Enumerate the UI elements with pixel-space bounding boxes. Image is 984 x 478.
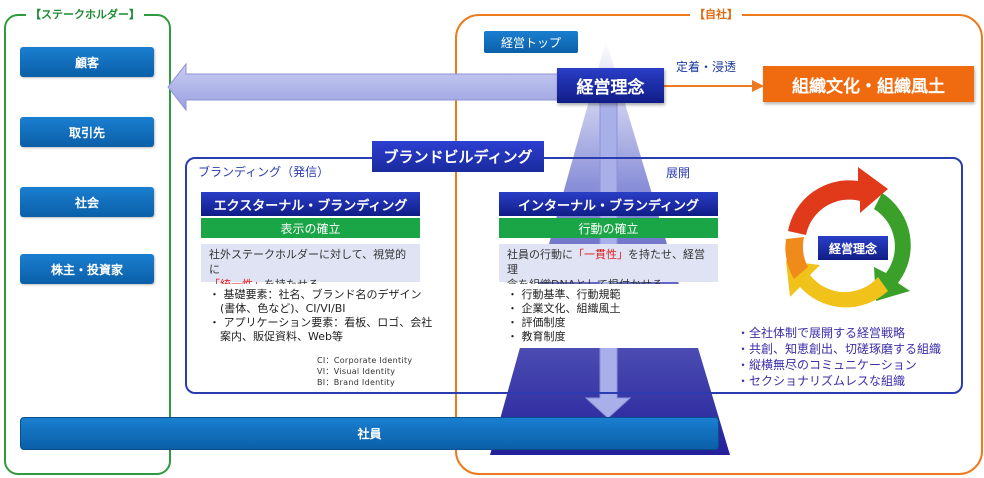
internal-desc-highlight: 「一貫性」 — [573, 248, 628, 261]
stakeholder-customers[interactable]: 顧客 — [20, 47, 154, 77]
cycle-arrows-icon — [785, 167, 911, 308]
stakeholder-partners[interactable]: 取引先 — [20, 117, 154, 147]
list-item: ・ 基礎要素：社名、ブランド名のデザイン — [209, 288, 422, 301]
internal-branding-subtitle: 行動の確立 — [499, 218, 718, 238]
list-item: (書体、色など)、CI/VI/BI — [209, 302, 346, 315]
spread-label: 定着・浸透 — [676, 60, 737, 74]
cycle-yellow-arrow — [786, 261, 888, 308]
legend-vi: VI：Visual Identity — [317, 367, 396, 376]
outbound-label: ブランディング（発信） — [198, 165, 330, 179]
brand-building-banner: ブランドビルディング — [372, 141, 544, 172]
internal-branding-title: インターナル・ブランディング — [499, 192, 718, 216]
cycle-bullet: ・縦横無尽のコミュニケーション — [737, 358, 917, 372]
list-item: ・ 評価制度 — [507, 316, 566, 329]
list-item: ・ 企業文化、組織風土 — [507, 302, 621, 315]
cycle-bullet: ・セクショナリズムレスな組織 — [737, 374, 906, 388]
external-branding-subtitle: 表示の確立 — [201, 218, 420, 238]
external-branding-description: 社外ステークホルダーに対して、視覚的に 「統一性」を持たせる — [201, 244, 420, 291]
employees-bar[interactable]: 社員 — [20, 417, 719, 450]
arrow-to-stakeholders — [167, 62, 596, 112]
internal-branding-list: ・ 行動基準、行動規範 ・ 企業文化、組織風土 ・ 評価制度 ・ 教育制度 — [499, 284, 718, 348]
list-item: ・ アプリケーション要素：看板、ロゴ、会社 — [209, 316, 433, 329]
arrow-to-culture-head — [752, 80, 764, 92]
stakeholder-society[interactable]: 社会 — [20, 187, 154, 217]
legend-bi: BI：Brand Identity — [317, 378, 395, 387]
cycle-bullet: ・全社体制で展開する経営戦略 — [737, 326, 906, 340]
culture-box: 組織文化・組織風土 — [763, 66, 974, 102]
stakeholder-title: 【ステークホルダー】 — [26, 6, 144, 22]
internal-branding-description: 社員の行動に「一貫性」を持たせ、経営理 念を組織DNAとして根付かせる — [499, 244, 718, 291]
philosophy-box: 経営理念 — [557, 68, 664, 103]
list-item: 案内、販促資料、Web等 — [209, 330, 343, 343]
management-top-label: 経営トップ — [484, 31, 578, 53]
external-branding-title: エクスターナル・ブランディング — [201, 192, 420, 216]
branding-panel — [185, 157, 963, 394]
deploy-label: 展開 — [666, 166, 691, 180]
cycle-orange-arrow — [785, 237, 808, 279]
cycle-red-arrow — [788, 167, 888, 235]
external-desc-text: 社外ステークホルダーに対して、視覚的に — [209, 248, 407, 276]
company-title: 【自社】 — [690, 6, 742, 22]
list-item: ・ 行動基準、行動規範 — [507, 288, 621, 301]
cycle-green-arrow — [874, 193, 911, 301]
stakeholder-investors[interactable]: 株主・投資家 — [20, 254, 154, 284]
cycle-bullet: ・共創、知恵創出、切磋琢磨する組織 — [737, 342, 942, 356]
internal-desc-tail: を持たせ、経営理 — [507, 248, 705, 276]
cycle-center-label: 経営理念 — [818, 236, 888, 260]
legend-ci: CI：Corporate Identity — [317, 356, 413, 365]
external-branding-list: ・ 基礎要素：社名、ブランド名のデザイン (書体、色など)、CI/VI/BI ・… — [201, 284, 433, 346]
list-item: ・ 教育制度 — [507, 330, 566, 343]
internal-desc-text: 社員の行動に — [507, 248, 573, 261]
